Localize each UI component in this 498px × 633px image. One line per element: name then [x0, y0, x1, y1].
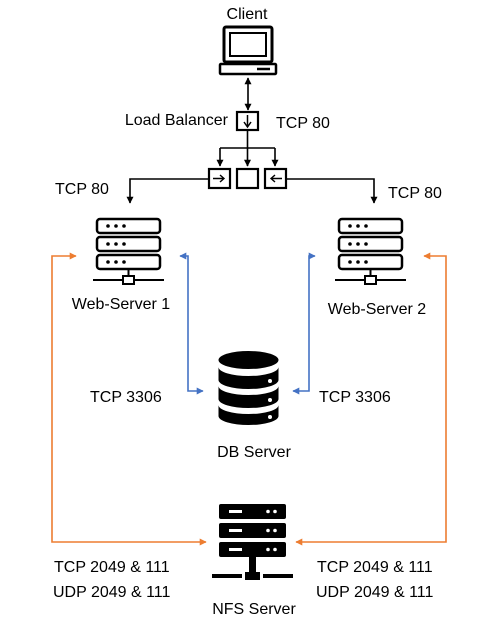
- lb-web2-port-label: TCP 80: [388, 185, 442, 202]
- web1-db-port-label: TCP 3306: [90, 389, 162, 406]
- client-lb-port-label: TCP 80: [276, 115, 330, 132]
- db-server-label: DB Server: [217, 444, 291, 461]
- lb-web1-link: [126, 178, 209, 204]
- load-balancer-label: Load Balancer: [125, 112, 229, 129]
- web1-nfs-tcp-label: TCP 2049 & 111: [54, 559, 170, 576]
- web-server-2-label: Web-Server 2: [328, 301, 427, 318]
- lb-web1-port-label: TCP 80: [55, 181, 109, 198]
- nfs-server-label: NFS Server: [212, 601, 296, 618]
- web-server-2-icon: [335, 217, 406, 285]
- database-icon: [218, 351, 279, 425]
- monitor-icon: [218, 25, 278, 76]
- web2-db-link: [292, 252, 316, 395]
- lb-web2-link: [286, 178, 378, 204]
- web2-nfs-udp-label: UDP 2049 & 111: [316, 584, 434, 601]
- web1-db-link: [179, 252, 204, 395]
- web1-nfs-link: [51, 252, 207, 546]
- load-balancer-icon: [207, 110, 288, 190]
- nfs-server-icon: [212, 504, 293, 580]
- web2-nfs-tcp-label: TCP 2049 & 111: [317, 559, 433, 576]
- web1-nfs-udp-label: UDP 2049 & 111: [53, 584, 171, 601]
- web2-db-port-label: TCP 3306: [319, 389, 391, 406]
- web2-nfs-link: [295, 252, 447, 546]
- client-label: Client: [227, 6, 268, 23]
- web-server-1-icon: [93, 217, 164, 285]
- web-server-1-label: Web-Server 1: [72, 296, 171, 313]
